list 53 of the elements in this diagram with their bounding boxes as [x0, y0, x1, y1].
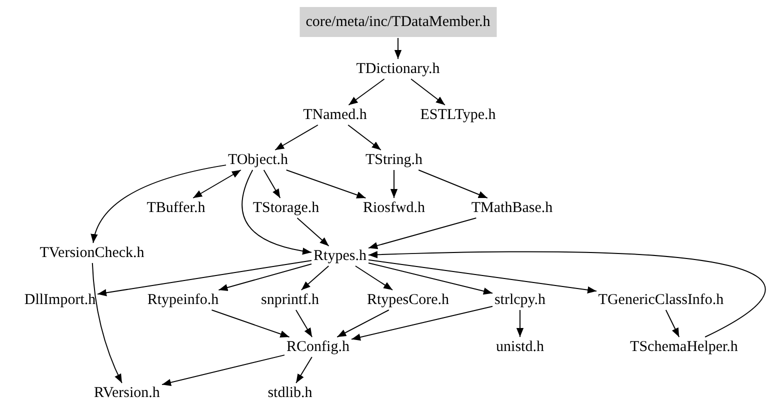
arrow	[211, 310, 290, 338]
arrow	[390, 170, 398, 198]
file-node-label: TSchemaHelper.h	[629, 338, 739, 356]
arrow	[368, 251, 766, 338]
file-node-label: Rtypeinfo.h	[146, 291, 220, 309]
file-node-label: Riosfwd.h	[362, 199, 426, 217]
file-node-label: unistd.h	[495, 338, 545, 356]
file-node-label: TMathBase.h	[470, 199, 554, 217]
file-node-label: TVersionCheck.h	[38, 244, 146, 262]
file-node-label: ESTLType.h	[419, 106, 497, 124]
file-node-label: RtypesCore.h	[366, 291, 450, 309]
arrow	[263, 170, 281, 198]
arrow	[192, 170, 242, 198]
arrow	[274, 124, 318, 150]
file-node-label: TNamed.h	[302, 106, 368, 124]
arrow	[368, 262, 493, 295]
arrow	[92, 164, 226, 244]
arrow	[516, 310, 524, 338]
file-node-label: stdlib.h	[266, 384, 314, 402]
arrow	[296, 356, 312, 384]
file-node-label: DllImport.h	[23, 291, 97, 309]
arrow	[300, 266, 330, 290]
arrow	[354, 266, 394, 290]
file-node-label: TStorage.h	[252, 199, 320, 217]
arrow	[418, 170, 488, 198]
arrow	[351, 306, 493, 341]
file-node-label: TBuffer.h	[146, 199, 206, 217]
file-node-label: TGenericClassInfo.h	[597, 291, 725, 309]
arrow	[368, 218, 477, 250]
arrow	[92, 262, 122, 384]
arrow	[295, 310, 313, 338]
arrow	[348, 78, 385, 106]
file-node-label: strlcpy.h	[493, 291, 547, 309]
file-node-label: snprintf.h	[260, 291, 320, 309]
file-node-label: TDictionary.h	[355, 60, 441, 78]
file-node-label: TString.h	[364, 151, 424, 169]
arrow	[286, 170, 366, 198]
file-node-label: RConfig.h	[286, 338, 350, 356]
file-node-label: TObject.h	[226, 151, 290, 169]
file-node-label: RVersion.h	[93, 384, 161, 402]
arrow	[97, 260, 312, 296]
arrow	[410, 78, 446, 106]
arrow	[218, 263, 312, 292]
arrow	[665, 310, 680, 338]
arrow	[368, 259, 597, 294]
file-node-label: Rtypes.h	[312, 247, 368, 265]
arrow	[162, 354, 285, 386]
arrow	[242, 170, 312, 254]
arrow	[394, 38, 402, 60]
arrow	[296, 218, 330, 246]
file-node-box: core/meta/inc/TDataMember.h	[300, 7, 496, 37]
arrow	[336, 310, 390, 338]
arrow	[348, 124, 382, 150]
